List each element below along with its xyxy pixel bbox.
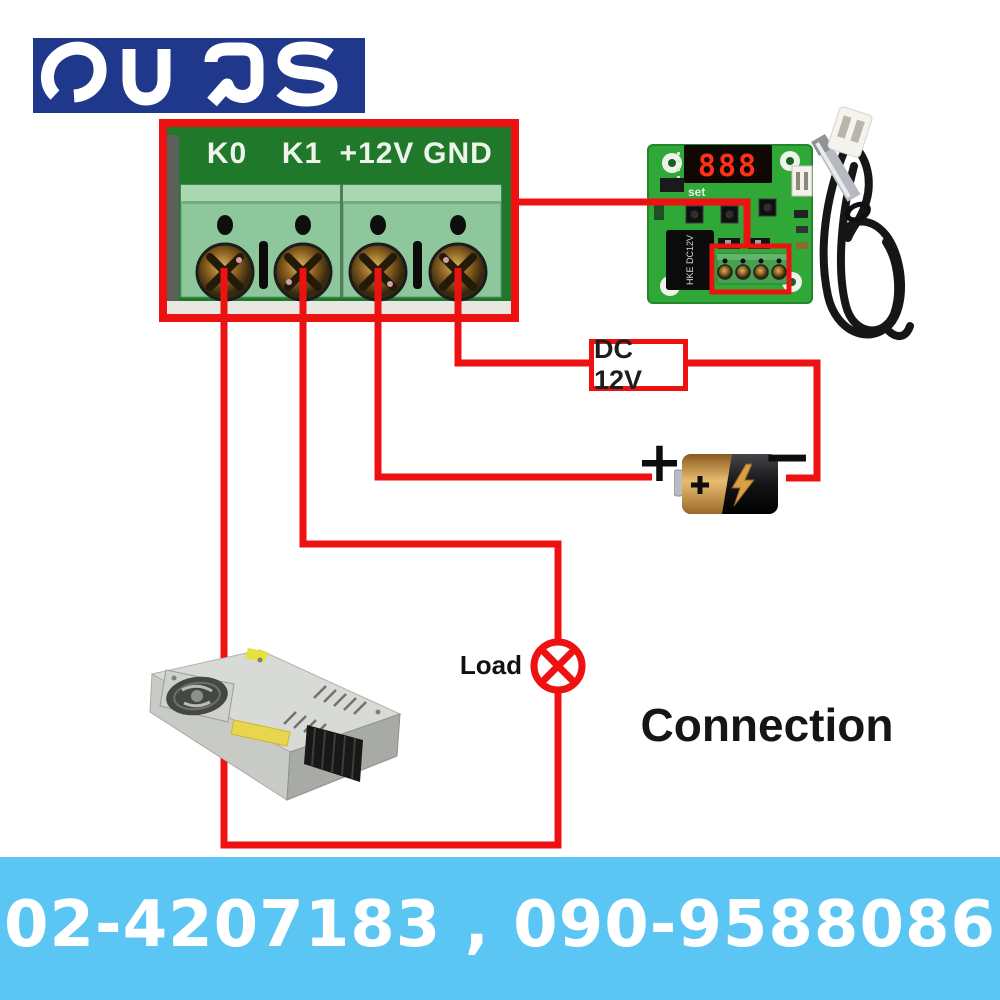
seven-segment-display: [684, 145, 772, 183]
relay-text: HKE DC12V: [685, 235, 695, 285]
terminal-slot: [413, 241, 422, 289]
display-digits: 888: [698, 149, 758, 184]
psu-fan: [159, 669, 235, 723]
sensor-connector: [827, 106, 873, 158]
terminal-label-gnd: GND: [423, 137, 493, 170]
metal-probe: [811, 134, 861, 202]
wire-k1-to-load: [299, 268, 562, 666]
controller-board-photo: 888 set HKE DC12V: [646, 140, 816, 308]
power-supply-photo: [138, 640, 408, 815]
terminal-slot: [259, 241, 268, 289]
brand-logo: [33, 38, 365, 113]
terminal-label-k1: K1: [281, 137, 323, 170]
footer-banner: 02-4207183 , 090-9588086: [0, 857, 1000, 1000]
brand-logo-glyphs: [41, 41, 338, 107]
lamp-cross-stroke: [539, 647, 577, 685]
logo-glyph: [41, 41, 107, 103]
photo-edge-shadow: [163, 135, 179, 301]
controller-board-image: 888 set HKE DC12V: [647, 144, 813, 304]
dc-12v-label: DC 12V: [594, 334, 643, 395]
sensor-cable: [819, 146, 914, 340]
terminal-block-photo: K0 K1 +12V GND: [163, 123, 515, 318]
load-label: Load: [459, 650, 522, 680]
page-title: Connection: [640, 699, 894, 751]
cable-knot: [845, 201, 871, 223]
jst-connector: [791, 165, 813, 197]
led-silk-dots: [677, 152, 680, 179]
battery-minus-sign: −: [762, 422, 813, 492]
battery-plus-emblem: [691, 476, 709, 494]
logo-glyph: [204, 42, 264, 107]
phone-number-text: 02-4207183 , 090-9588086: [3, 887, 997, 962]
terminal-label-k0: K0: [206, 137, 248, 170]
sensor-probe-photo: [798, 100, 998, 350]
pcb-terminal-block: [716, 253, 788, 285]
relay: HKE DC12V: [666, 230, 714, 290]
lamp-cross-stroke: [539, 647, 577, 685]
battery-plus-sign: +: [636, 430, 683, 495]
logo-glyph: [122, 49, 171, 106]
logo-glyph: [276, 41, 338, 107]
load-lamp-symbol: [530, 638, 586, 694]
photo-bottom-strip: [163, 301, 515, 318]
set-silk-label: set: [688, 185, 705, 199]
terminal-label-12v: +12V: [339, 137, 415, 170]
dc-12v-label-box: DC 12V: [589, 334, 688, 395]
sensor-probe-image: [811, 106, 914, 340]
power-supply-image: [149, 648, 402, 801]
